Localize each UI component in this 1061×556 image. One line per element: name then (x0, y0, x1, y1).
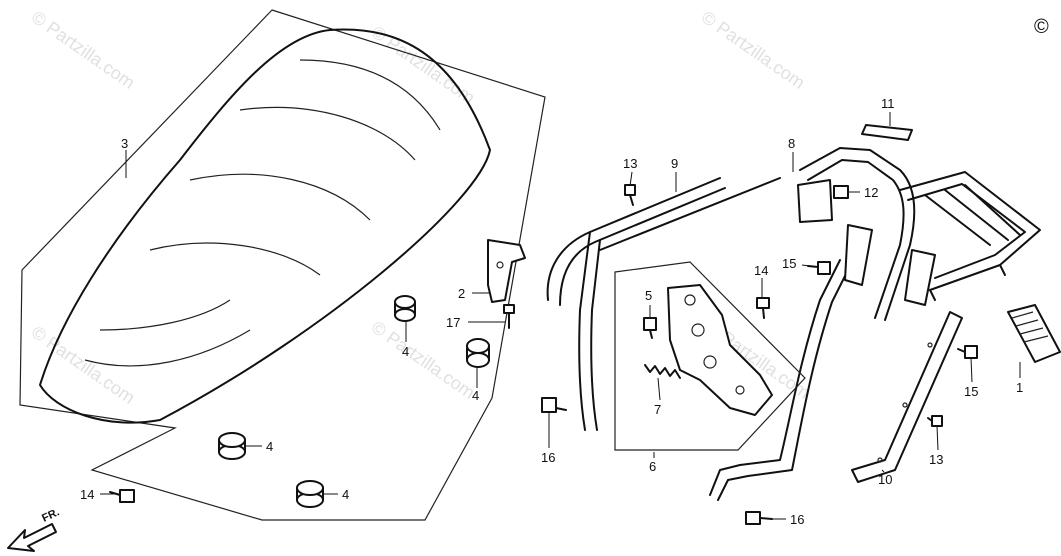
copyright-mark: © (1034, 16, 1049, 38)
callout-3: 3 (121, 136, 128, 151)
reflector (1007, 304, 1061, 363)
watermark-text: © Partzilla.com (368, 317, 479, 403)
callout-4: 4 (342, 487, 349, 502)
bolt-15 (957, 345, 978, 359)
bolt-14 (756, 297, 770, 319)
seat-bracket (487, 239, 526, 303)
bolt-17 (503, 304, 515, 329)
carrier-frame (599, 147, 936, 501)
bolt-12 (833, 185, 849, 199)
seat-latch-plate (667, 284, 773, 416)
callout-4: 4 (402, 344, 409, 359)
callout-7: 7 (654, 402, 661, 417)
watermark-text: © Partzilla.com (698, 7, 809, 93)
callout-8: 8 (788, 136, 795, 151)
callout-13: 13 (623, 156, 637, 171)
callout-15: 15 (964, 384, 978, 399)
bolt-13 (624, 184, 636, 206)
side-grip-rail (546, 177, 726, 431)
callout-1: 1 (1016, 380, 1023, 395)
rear-rack (899, 171, 1041, 301)
callout-15: 15 (782, 256, 796, 271)
callout-14: 14 (754, 263, 768, 278)
watermark-text: © Partzilla.com (28, 322, 139, 408)
callout-16: 16 (790, 512, 804, 527)
rubber-cushion (218, 432, 246, 460)
bolt-15 (807, 261, 831, 275)
callout-13: 13 (929, 452, 943, 467)
leader-lines (100, 112, 1021, 520)
callout-6: 6 (649, 459, 656, 474)
seat (39, 28, 491, 424)
rubber-cushion (466, 338, 490, 368)
callout-5: 5 (645, 288, 652, 303)
side-reinforcement-bar (851, 311, 963, 483)
watermark-text: © Partzilla.com (28, 7, 139, 93)
callout-11: 11 (881, 96, 895, 111)
callout-4: 4 (266, 439, 273, 454)
rubber-cushion (296, 480, 324, 508)
callout-10: 10 (878, 472, 892, 487)
callout-labels: 3 2 17 4 4 4 4 14 13 9 8 11 12 14 15 5 7… (80, 96, 1023, 527)
bolt-16 (541, 397, 567, 413)
rubber-cushion (394, 295, 416, 322)
callout-4: 4 (472, 388, 479, 403)
callout-16: 16 (541, 450, 555, 465)
front-label: FR. (40, 506, 61, 524)
bolt-16 (745, 511, 773, 525)
latch-spring (644, 364, 681, 379)
latch-assembly-outline (614, 261, 806, 451)
front-arrow-icon: FR. (7, 506, 61, 552)
callout-14: 14 (80, 487, 94, 502)
callout-17: 17 (446, 315, 460, 330)
callout-2: 2 (458, 286, 465, 301)
callout-12: 12 (864, 185, 878, 200)
bolt-14 (109, 489, 135, 503)
bolt-13 (927, 415, 943, 427)
trim-pad (861, 124, 913, 141)
bolt-5 (643, 317, 657, 339)
callout-9: 9 (671, 156, 678, 171)
